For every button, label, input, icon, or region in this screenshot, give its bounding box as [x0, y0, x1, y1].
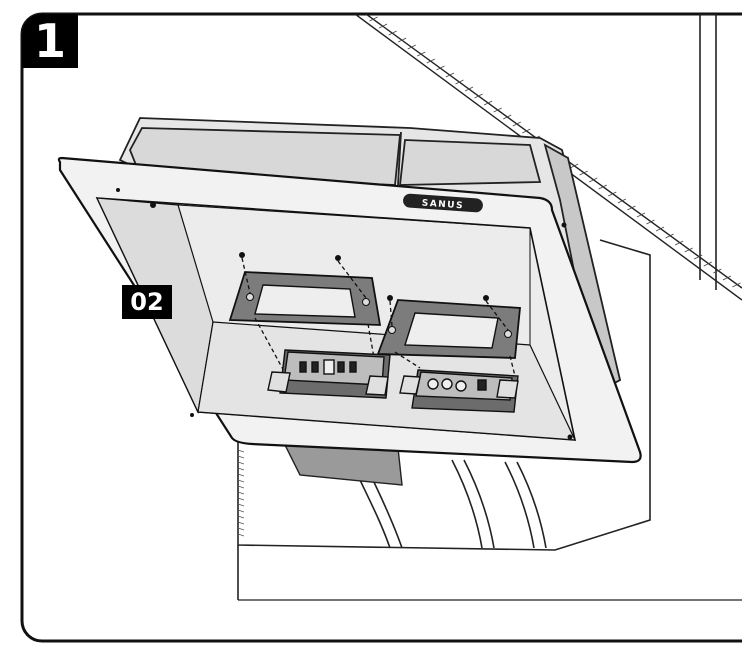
hatch-mark [237, 461, 245, 465]
hatch-mark [237, 515, 245, 519]
hatch-mark [522, 128, 531, 134]
hatch-mark [598, 184, 607, 190]
hatch-mark [713, 268, 722, 274]
hatch-mark [684, 247, 693, 253]
hatch-mark [378, 23, 388, 29]
outlet-receptacle [267, 349, 391, 399]
wall-plate-right [376, 299, 521, 359]
hatch-mark [493, 107, 502, 113]
hatch-mark [579, 170, 588, 176]
hatch-mark [483, 100, 493, 106]
hatch-mark [369, 16, 378, 22]
hatch-mark [665, 233, 674, 239]
hatch-mark [503, 114, 512, 120]
hatch-mark [636, 212, 646, 218]
hatch-mark [455, 79, 464, 85]
screws [239, 252, 489, 301]
hatch-mark [417, 51, 426, 57]
hatch-mark [237, 455, 245, 459]
cables [359, 459, 547, 549]
hatch-mark [237, 479, 245, 483]
hatch-mark [237, 467, 245, 471]
wall-cutout [237, 239, 742, 601]
drywall-hatching [359, 14, 741, 288]
hatch-mark [237, 533, 245, 537]
hatch-mark [703, 261, 712, 267]
hatch-mark [388, 30, 397, 36]
hatch-mark [589, 177, 598, 183]
part-callout-label: 02 [122, 285, 172, 319]
hatch-mark [608, 191, 617, 197]
hatch-mark [398, 37, 407, 43]
wall-plate-left [228, 271, 382, 326]
hatch-mark [237, 527, 245, 531]
wall-frame [699, 14, 717, 290]
hatch-mark [436, 65, 445, 71]
hatch-mark [237, 497, 245, 501]
hatch-mark [237, 509, 245, 513]
hatch-mark [237, 449, 245, 453]
hatch-mark [237, 521, 245, 525]
hatch-mark [512, 121, 521, 127]
stud-hatching [237, 449, 245, 537]
hatch-mark [237, 485, 245, 489]
hatch-mark [655, 226, 665, 232]
hatch-mark [474, 93, 483, 99]
hatch-mark [722, 275, 732, 281]
svg-text:SANUS: SANUS [421, 199, 464, 212]
hatch-mark [464, 86, 474, 92]
hatch-mark [617, 198, 627, 204]
hatch-mark [237, 491, 245, 495]
hatch-mark [627, 205, 636, 211]
av-connector-module [399, 369, 519, 413]
hatch-mark [674, 240, 684, 246]
brand-plate: SANUS [403, 193, 483, 213]
hatch-mark [646, 219, 655, 225]
hatch-mark [407, 44, 416, 50]
hatch-mark [445, 72, 455, 78]
hatch-mark [732, 282, 741, 288]
hatch-mark [694, 254, 703, 260]
hatch-mark [237, 473, 245, 477]
step-number-badge: 1 [22, 14, 78, 68]
hatch-mark [426, 58, 436, 64]
hatch-mark [569, 163, 579, 169]
alignment-lines [241, 257, 516, 381]
hatch-mark [237, 503, 245, 507]
